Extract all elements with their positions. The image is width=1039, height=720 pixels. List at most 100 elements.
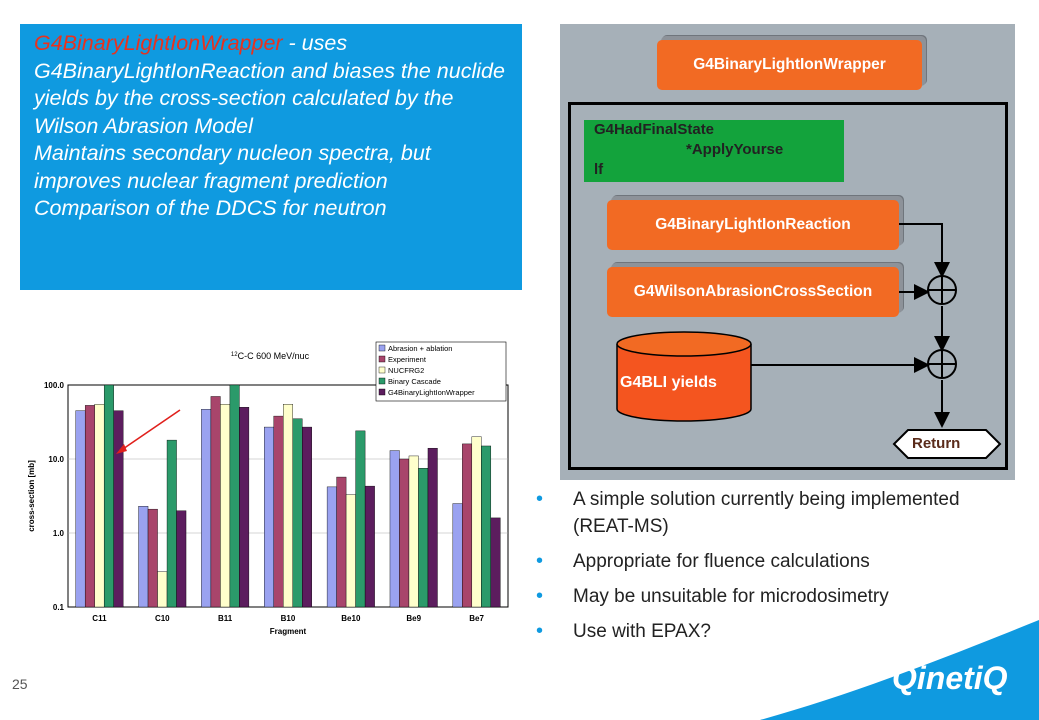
chart-title-superscript: 12 xyxy=(231,352,238,358)
wrapper-label: G4BinaryLightIonWrapper xyxy=(693,56,886,73)
chart-legend: Abrasion + ablationExperimentNUCFRG2Bina… xyxy=(375,341,507,402)
logo-swoosh xyxy=(760,620,1039,720)
combine-plus-icon-1 xyxy=(927,275,957,305)
chart-bar xyxy=(75,410,86,608)
qinetiq-logo: QinetiQ xyxy=(892,660,1008,696)
y-tick-label: 10.0 xyxy=(48,455,64,464)
flow-diagram: G4BinaryLightIonWrapper G4HadFinalState … xyxy=(560,24,1015,480)
chart-bar xyxy=(229,384,240,608)
chart-bar xyxy=(481,445,492,608)
chart-bar xyxy=(201,409,212,608)
chart-title: 12C-C 600 MeV/nuc xyxy=(231,351,310,361)
chart-bar xyxy=(84,405,95,608)
final-state-line3: lf xyxy=(594,161,604,178)
return-shape xyxy=(892,429,1002,459)
chart-bar xyxy=(389,450,400,608)
legend-label: G4BinaryLightIonWrapper xyxy=(388,388,475,397)
bullet-dot: • xyxy=(536,620,544,642)
chart-bar xyxy=(326,486,337,608)
bullet-text: May be unsuitable for microdosimetry xyxy=(573,586,889,607)
chart-bar xyxy=(399,458,410,608)
legend-label: Experiment xyxy=(388,355,427,364)
chart-bar xyxy=(283,404,293,608)
legend-swatch xyxy=(378,344,386,352)
chart-bar xyxy=(471,436,482,608)
chart-bar xyxy=(302,426,312,608)
bullet-dot: • xyxy=(536,585,544,607)
chart-bar xyxy=(336,476,347,608)
legend-swatch xyxy=(378,388,386,396)
final-state-line1: G4HadFinalState xyxy=(594,121,715,138)
description-box: G4BinaryLightIonWrapper - uses G4BinaryL… xyxy=(20,24,522,290)
bullet-text: Use with EPAX? xyxy=(573,621,711,642)
chart-bar xyxy=(94,404,105,608)
description-line3: Comparison of the DDCS for neutron xyxy=(34,196,387,220)
chart-bar xyxy=(273,415,284,608)
x-tick-label: Be10 xyxy=(341,614,361,623)
wilson-box: G4WilsonAbrasionCrossSection xyxy=(607,267,899,317)
reaction-connector xyxy=(899,223,950,278)
legend-box xyxy=(375,341,507,402)
annotation-arrowhead xyxy=(116,444,127,454)
x-tick-label: B11 xyxy=(218,614,233,623)
description-line2: Maintains secondary nucleon spectra, but… xyxy=(34,141,431,193)
chart-bar xyxy=(166,439,177,608)
legend-label: Abrasion + ablation xyxy=(388,344,452,353)
legend-label: NUCFRG2 xyxy=(388,366,424,375)
wrapper-box: G4BinaryLightIonWrapper xyxy=(657,40,922,90)
description-highlight: G4BinaryLightIonWrapper xyxy=(34,31,283,55)
yields-cylinder xyxy=(616,331,752,422)
chart-bar xyxy=(490,517,501,608)
y-tick-label: 0.1 xyxy=(53,603,65,612)
wilson-label: G4WilsonAbrasionCrossSection xyxy=(633,283,873,300)
chart-bar xyxy=(157,571,168,608)
chart-bar xyxy=(176,510,187,608)
bullet-item: • Use with EPAX? xyxy=(536,618,1016,645)
legend-swatch xyxy=(378,355,386,363)
combine-plus-icon-2 xyxy=(927,349,957,379)
description-paragraph: G4BinaryLightIonWrapper - uses G4BinaryL… xyxy=(34,30,514,140)
x-tick-label: C11 xyxy=(92,614,107,623)
chart-bar xyxy=(103,384,114,608)
diagram-connectors xyxy=(616,223,1002,459)
y-tick-label: 1.0 xyxy=(53,529,65,538)
chart-bar xyxy=(408,455,419,608)
chart-bar xyxy=(355,430,366,608)
chart-title-text: C-C 600 MeV/nuc xyxy=(238,351,310,361)
chart-bar xyxy=(462,443,473,608)
chart-bar xyxy=(292,418,303,608)
x-tick-label: Be9 xyxy=(406,614,421,623)
chart-bar xyxy=(345,494,356,608)
chart-bar xyxy=(147,508,158,608)
legend-swatch xyxy=(378,366,386,374)
diagram-frame xyxy=(568,102,1008,470)
description-lead: - uses G4BinaryLightIonReaction and bias… xyxy=(34,31,505,138)
bullet-text: A simple solution currently being implem… xyxy=(573,489,960,537)
reaction-label: G4BinaryLightIonReaction xyxy=(655,216,851,233)
bullet-dot: • xyxy=(536,550,544,572)
bullet-list: • A simple solution currently being imple… xyxy=(536,486,1016,653)
cross-section-chart: 12C-C 600 MeV/nuc 100.0 10.0 1.0 0.1 cross-s… xyxy=(27,341,509,636)
chart-bar xyxy=(113,410,124,608)
x-tick-label: Be7 xyxy=(469,614,484,623)
return-label: Return xyxy=(912,435,961,452)
x-tick-label: B10 xyxy=(281,614,296,623)
chart-bar xyxy=(220,404,231,608)
bullet-text: Appropriate for fluence calculations xyxy=(573,551,870,572)
chart-bar xyxy=(418,468,429,608)
y-tick-label: 100.0 xyxy=(44,381,65,390)
final-state-box: G4HadFinalState *ApplyYourse lf xyxy=(584,120,844,182)
bullet-dot: • xyxy=(536,488,544,510)
chart-bar xyxy=(427,447,438,608)
legend-swatch xyxy=(378,377,386,385)
reaction-box: G4BinaryLightIonReaction xyxy=(607,200,899,250)
chart-bar xyxy=(138,506,149,608)
yields-label: G4BLI yields xyxy=(620,374,717,391)
x-axis-label: Fragment xyxy=(270,627,307,636)
final-state-line2: *ApplyYourse xyxy=(686,141,784,158)
y-axis-label: cross-section [mb] xyxy=(27,460,36,532)
chart-bar xyxy=(452,503,463,608)
chart-bar xyxy=(364,485,375,608)
page-number: 25 xyxy=(12,676,28,692)
